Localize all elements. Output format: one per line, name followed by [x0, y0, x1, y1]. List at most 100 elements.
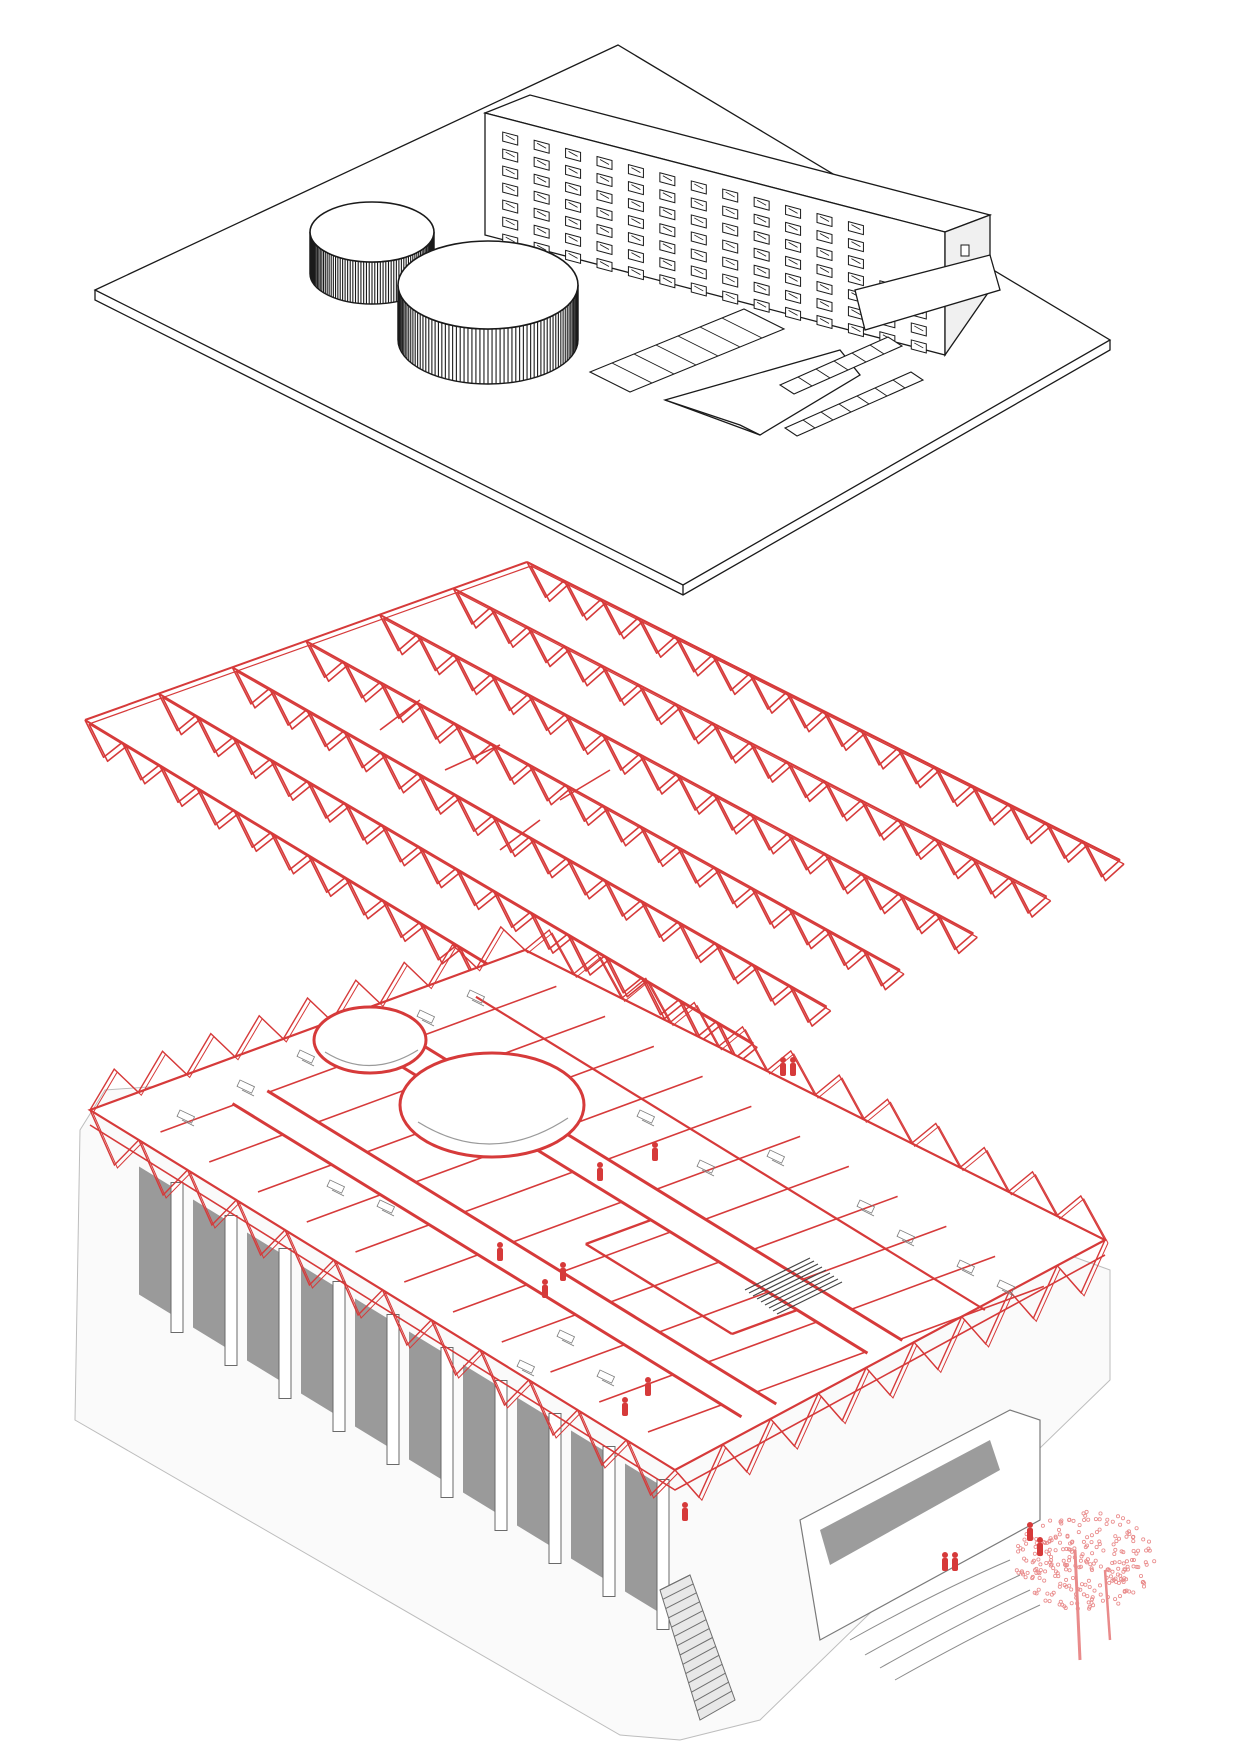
- tree-leaf: [1111, 1542, 1116, 1547]
- window-mullion: [631, 167, 641, 173]
- truss-chord-3-inner: [309, 644, 905, 975]
- seat-row: [760, 1269, 827, 1303]
- person-body: [682, 1508, 688, 1521]
- window-mullion: [725, 293, 735, 300]
- room-wall-c10: [851, 1278, 935, 1310]
- stair-step: [668, 1601, 700, 1619]
- pier: [548, 1413, 562, 1564]
- person-body: [652, 1148, 658, 1161]
- tree-leaf: [1094, 1545, 1099, 1550]
- furniture-line: [421, 1019, 435, 1027]
- tree-leaf: [1122, 1567, 1127, 1572]
- circular-voids: [312, 1005, 586, 1159]
- furniture-item: [596, 1369, 616, 1384]
- tree-leaf: [1141, 1579, 1146, 1584]
- window-mullion: [568, 253, 578, 259]
- person-body: [542, 1285, 548, 1298]
- room-wall-a1: [160, 1104, 235, 1133]
- window-mullion: [505, 168, 515, 175]
- tree-leaf: [1047, 1551, 1052, 1556]
- furniture-item: [376, 1199, 396, 1214]
- tree: [1014, 1509, 1157, 1661]
- pier: [440, 1347, 454, 1498]
- tree-leaf: [1064, 1546, 1069, 1551]
- room-wall-a7: [452, 1284, 528, 1313]
- tree-leaf: [1043, 1569, 1048, 1574]
- tree-leaf: [1016, 1549, 1021, 1554]
- window-mullion: [694, 234, 704, 241]
- pier: [224, 1215, 238, 1366]
- tree-leaf: [1110, 1519, 1115, 1524]
- tree-leaf: [1113, 1576, 1118, 1581]
- tree-leaf: [1097, 1517, 1102, 1522]
- furniture-line: [181, 1119, 195, 1127]
- small-void: [312, 1005, 428, 1075]
- tree-leaf: [1130, 1558, 1135, 1563]
- furniture-line: [701, 1169, 715, 1177]
- tree-leaf: [1117, 1560, 1122, 1565]
- tree-leaf: [1043, 1598, 1048, 1603]
- tree-leaf: [1044, 1549, 1049, 1554]
- window-mullion: [631, 269, 641, 275]
- skylight-mullion: [677, 335, 719, 357]
- tree-leaf: [1152, 1559, 1157, 1564]
- stair-steps: [659, 1574, 733, 1712]
- tree-leaf: [1090, 1597, 1095, 1602]
- tree-leaf: [1136, 1565, 1141, 1570]
- furniture-line: [601, 1379, 615, 1387]
- pier: [278, 1248, 292, 1399]
- tree-leaf: [1131, 1558, 1136, 1563]
- room-wall-c7: [705, 1188, 789, 1220]
- tree-leaf: [1094, 1530, 1099, 1535]
- truss-member-0: [379, 699, 421, 731]
- furniture-line: [861, 1209, 875, 1217]
- window-mullion: [599, 159, 610, 165]
- person-head: [622, 1397, 628, 1403]
- tree-leaf: [1086, 1600, 1091, 1605]
- auditorium-wall-3: [731, 1308, 798, 1336]
- truss-member-1: [444, 744, 501, 771]
- seat-row: [756, 1266, 823, 1300]
- furniture-line: [901, 1239, 915, 1247]
- tree-leaf: [1076, 1530, 1081, 1535]
- tree-leaf: [1051, 1566, 1056, 1571]
- tree-leaf: [1018, 1546, 1023, 1551]
- tree-leaf: [1078, 1587, 1083, 1592]
- window-mullion: [662, 243, 673, 250]
- window-mullion: [694, 285, 704, 292]
- furniture-item: [466, 989, 486, 1004]
- person-body: [790, 1063, 796, 1076]
- tree-leaf: [1074, 1595, 1079, 1600]
- skylight-mullion: [611, 362, 653, 384]
- tree-leaf: [1016, 1544, 1021, 1549]
- truss-chord-5: [452, 587, 1048, 898]
- tree-leaf: [1134, 1564, 1139, 1569]
- person-body: [1027, 1528, 1033, 1541]
- tree-leaf: [1024, 1541, 1029, 1546]
- truss-chord-4: [379, 613, 974, 935]
- furniture-line: [471, 999, 485, 1007]
- room-wall-d2: [543, 1015, 606, 1040]
- tree-leaf: [1144, 1562, 1149, 1567]
- tree-leaf: [1049, 1592, 1054, 1597]
- skylight-mullion: [851, 352, 867, 363]
- tree-leaf: [1144, 1548, 1149, 1553]
- tree-leaf: [1049, 1555, 1054, 1560]
- tree-leaf: [1085, 1594, 1090, 1599]
- stair-step: [662, 1583, 694, 1600]
- tree-leaf: [1036, 1557, 1041, 1562]
- tree-leaf: [1083, 1582, 1088, 1587]
- small-cylinder-top: [309, 201, 435, 263]
- tree-leaf: [1076, 1587, 1081, 1592]
- window-mullion: [819, 284, 830, 290]
- tree-leaf: [1056, 1574, 1061, 1579]
- tree-leaf: [1131, 1549, 1136, 1554]
- tree-leaf: [1058, 1519, 1063, 1524]
- tree-leaf: [1044, 1561, 1049, 1566]
- entrance-stair: [659, 1574, 736, 1721]
- floor-slab-edge: [89, 1124, 1106, 1491]
- truss-chord-4-inner: [383, 618, 978, 938]
- tree-leaf: [1101, 1548, 1106, 1553]
- stair-step: [696, 1690, 733, 1712]
- tree-leaf: [1086, 1517, 1091, 1522]
